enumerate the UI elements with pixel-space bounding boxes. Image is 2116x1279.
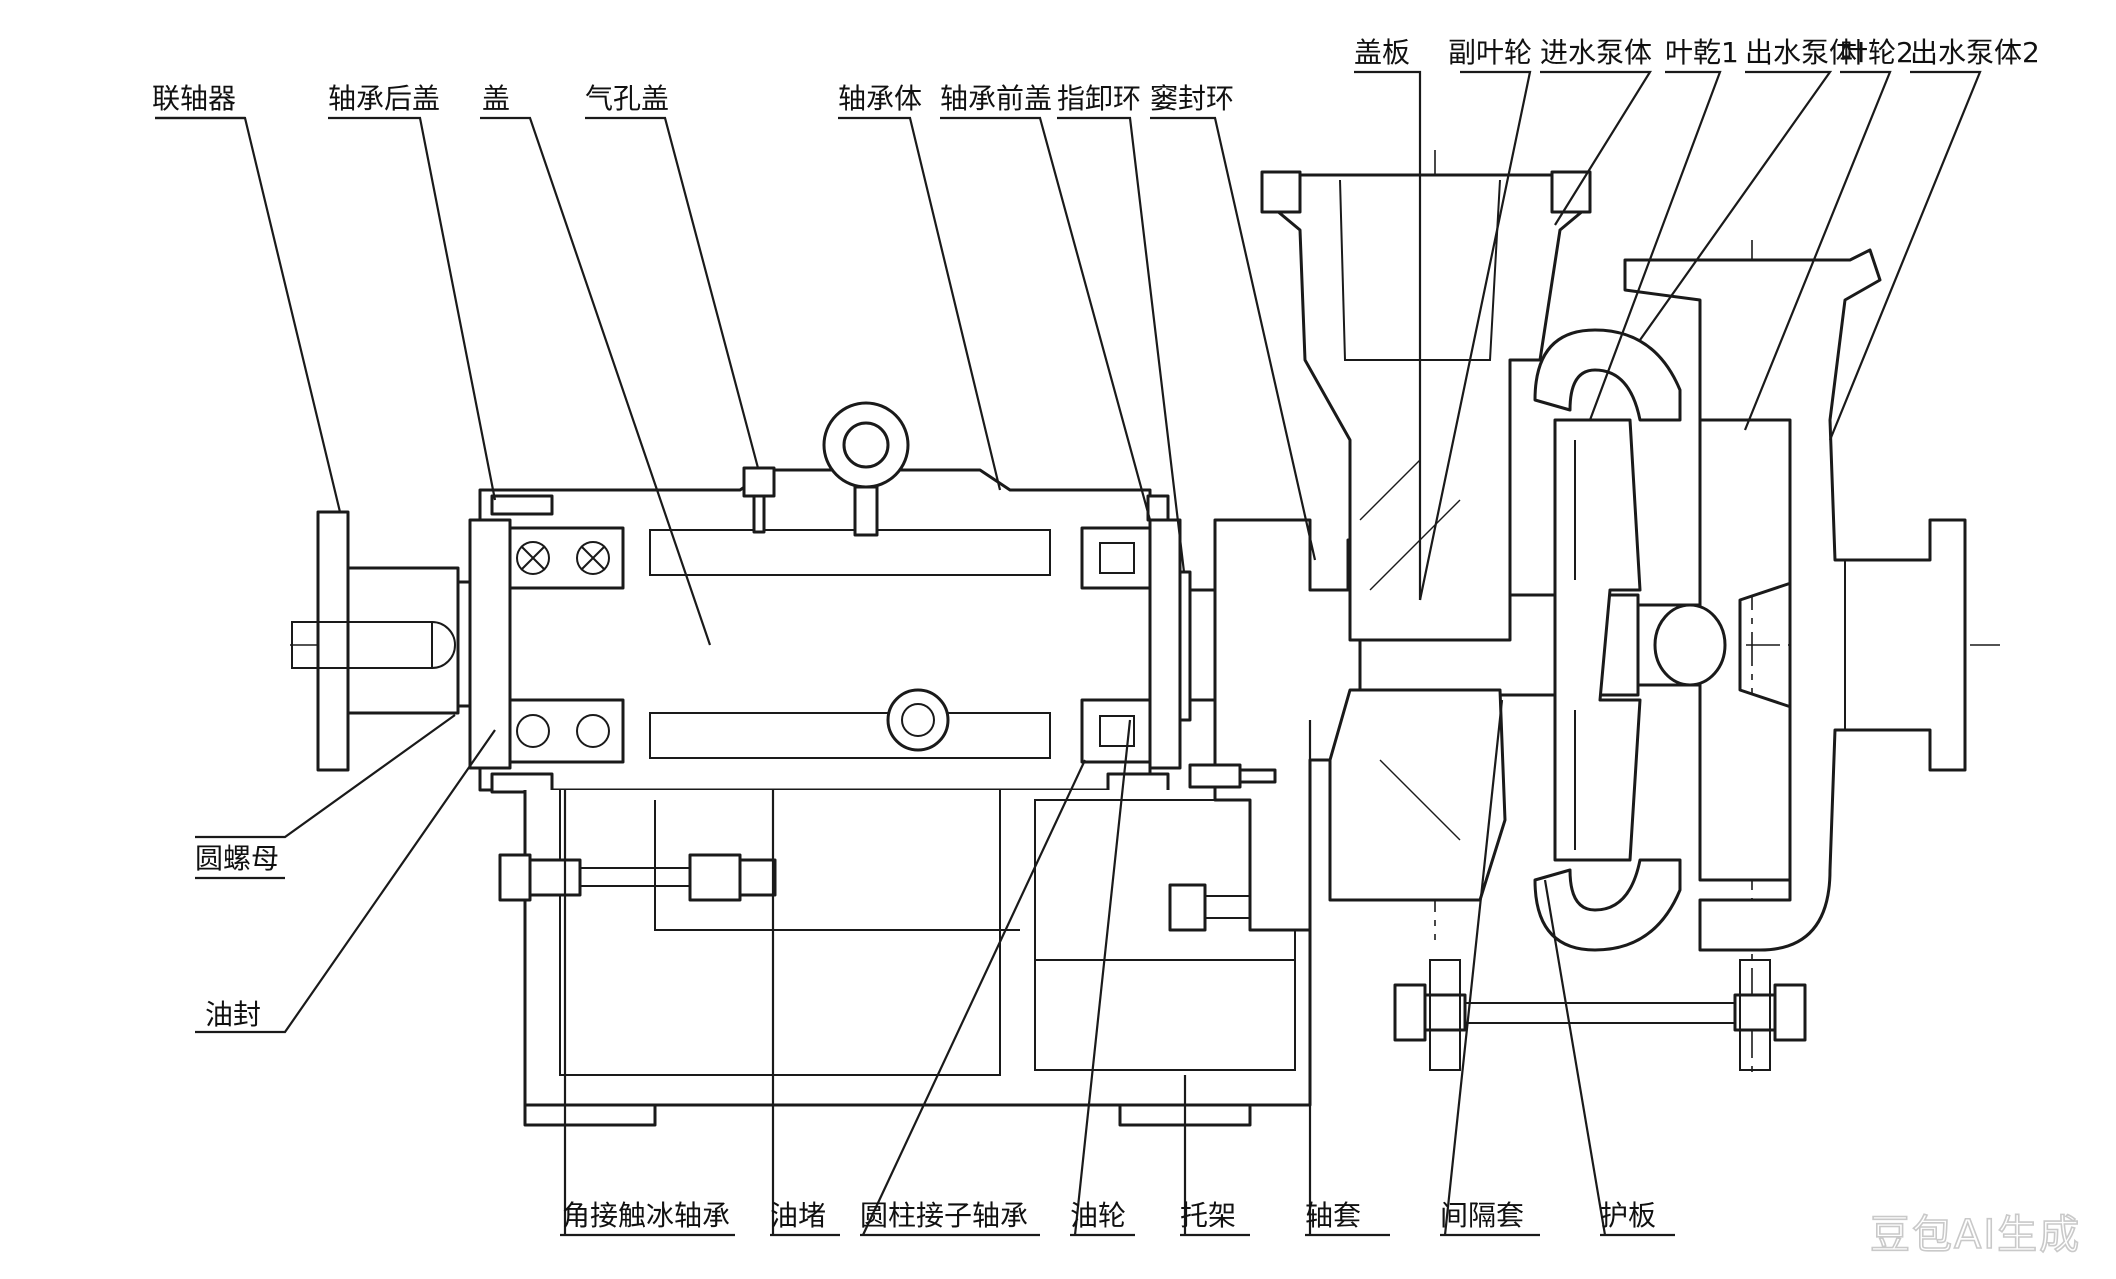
impeller-1-part bbox=[1553, 418, 1642, 862]
label-vent-cap: 气孔盖 bbox=[585, 82, 669, 115]
label-spacer-sleeve: 间隔套 bbox=[1440, 1199, 1524, 1232]
label-oil-seal: 油封 bbox=[205, 998, 261, 1031]
deflector-ring-part bbox=[1178, 570, 1192, 722]
label-bearing-front-cover: 轴承前盖 bbox=[940, 82, 1052, 115]
label-bearing-rear-cover: 轴承后盖 bbox=[328, 82, 440, 115]
label-cover: 盖 bbox=[482, 82, 510, 115]
outlet-casing-2-part bbox=[1623, 248, 1967, 952]
watermark: 豆包AI生成 bbox=[1870, 1212, 2081, 1258]
bearing-housing-part bbox=[478, 401, 1177, 828]
label-shaft-sleeve: 轴套 bbox=[1305, 1199, 1361, 1232]
label-labyrinth-ring: 窭封环 bbox=[1150, 82, 1234, 115]
label-auxiliary-impeller: 副叶轮 bbox=[1448, 36, 1532, 69]
label-angular-contact-bearing: 角接触冰轴承 bbox=[562, 1199, 730, 1232]
label-oil-plug: 油堵 bbox=[770, 1199, 826, 1232]
cylindrical-roller-bearing-part bbox=[1080, 526, 1154, 764]
label-inlet-casing: 进水泵体 bbox=[1540, 36, 1652, 69]
label-impeller-2: 叶轮2 bbox=[1840, 36, 1914, 69]
label-bracket: 托架 bbox=[1180, 1199, 1236, 1232]
label-outlet-casing-2: 出水泵体2 bbox=[1910, 36, 2040, 69]
coupling-part bbox=[291, 510, 460, 772]
label-deflector-ring: 指卸环 bbox=[1057, 82, 1141, 115]
outlet-casing-1-part bbox=[1533, 328, 1682, 952]
label-bearing-housing: 轴承体 bbox=[838, 82, 922, 115]
label-outlet-casing-1: 出水泵体I bbox=[1745, 36, 1865, 69]
casing-tie-bolt bbox=[1393, 959, 1807, 1071]
label-coupling: 联轴器 bbox=[152, 82, 236, 115]
front-cover-part bbox=[1106, 494, 1182, 794]
label-impeller-1: 叶乾1 bbox=[1665, 36, 1739, 69]
impeller-2-part bbox=[1653, 418, 1802, 882]
label-guard-plate: 护板 bbox=[1600, 1199, 1656, 1232]
label-cylindrical-roller-bearing: 圆柱接子轴承 bbox=[860, 1199, 1028, 1232]
label-cover-plate: 盖板 bbox=[1354, 36, 1410, 69]
label-round-nut: 圆螺母 bbox=[195, 842, 279, 875]
angular-contact-bearing-part bbox=[503, 526, 625, 764]
label-oil-ring: 油轮 bbox=[1070, 1199, 1126, 1232]
rear-cover-part bbox=[468, 494, 554, 794]
bracket-part bbox=[498, 790, 1312, 1127]
leader-lines bbox=[155, 70, 1982, 1237]
